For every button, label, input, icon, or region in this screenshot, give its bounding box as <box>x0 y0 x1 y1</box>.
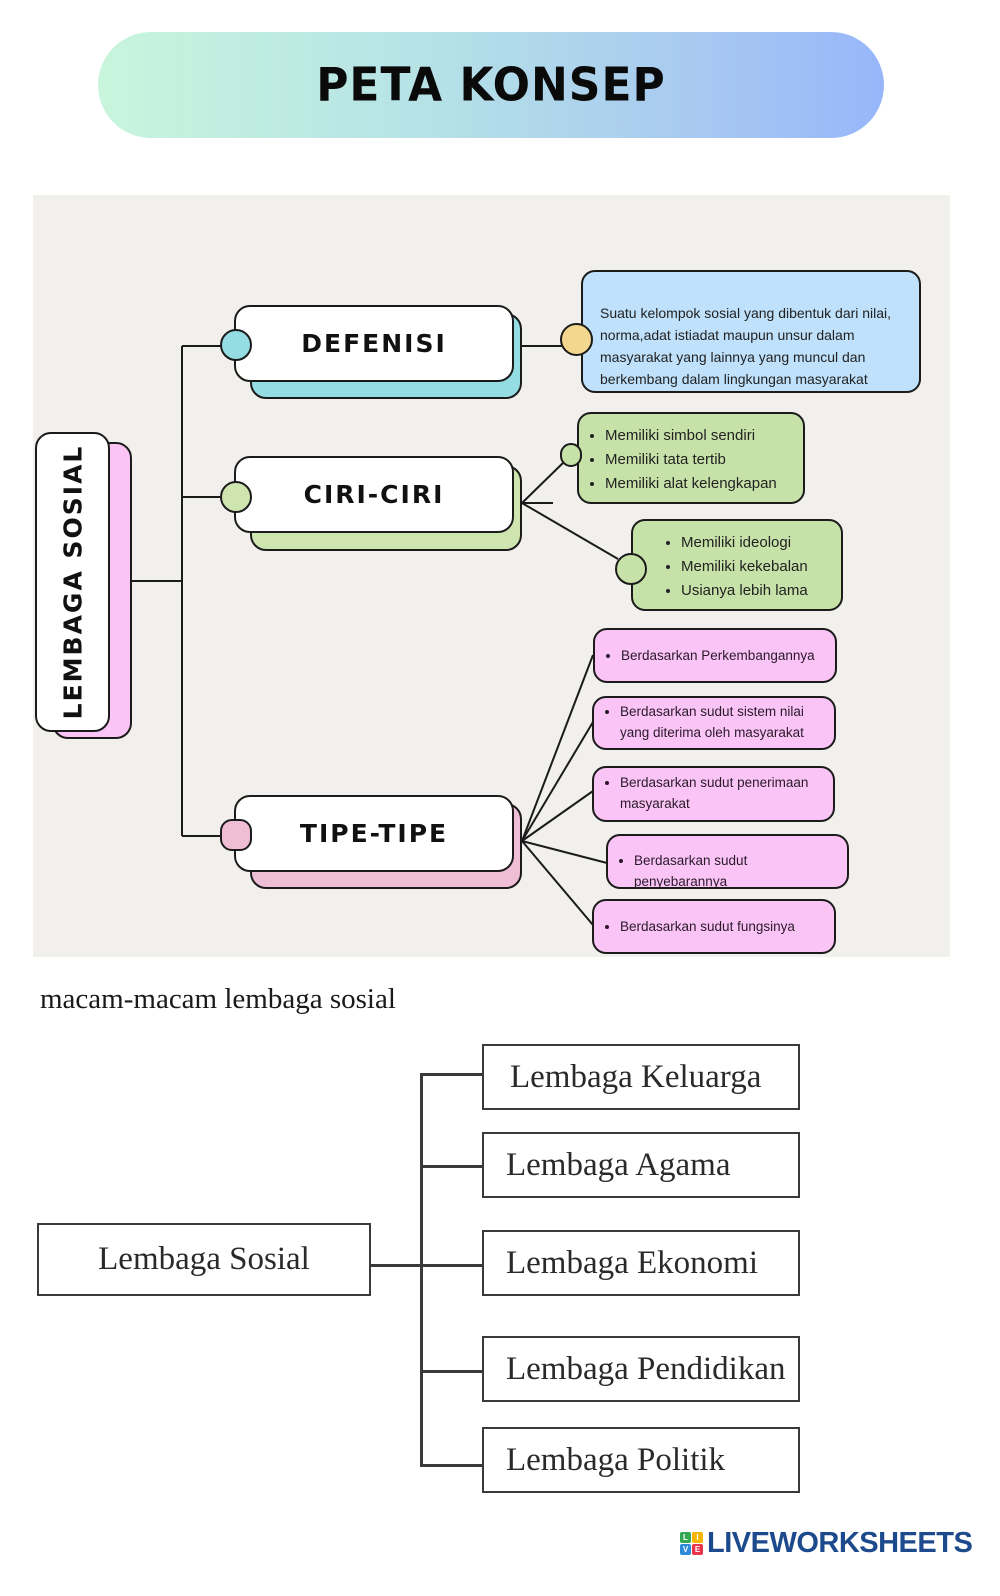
ciri-item: Memiliki kekebalan <box>681 555 835 579</box>
ciri-list-2: Memiliki ideologi Memiliki kekebalan Usi… <box>631 519 843 611</box>
types-branch-4 <box>420 1370 483 1373</box>
tipe-item: Berdasarkan Perkembangannya <box>621 646 831 667</box>
tipe-node-label: TIPE-TIPE <box>299 819 449 848</box>
ciri-node[interactable]: CIRI-CIRI <box>234 456 514 533</box>
defenisi-connector-dot <box>220 329 252 361</box>
page-title: PETA KONSEP <box>316 58 666 112</box>
ciri-node-label: CIRI-CIRI <box>303 480 445 509</box>
tipe-item: Berdasarkan sudut penerimaan masyarakat <box>620 773 819 814</box>
tipe-connector-dot <box>220 819 252 851</box>
types-branch-1 <box>420 1073 483 1076</box>
types-child-label: Lembaga Pendidikan <box>506 1350 786 1387</box>
types-child-box: Lembaga Ekonomi <box>482 1230 800 1296</box>
connector-tipe-detail-4 <box>521 840 608 864</box>
connector-ciri-detail-1 <box>521 460 566 504</box>
tipe-item: Berdasarkan sudut penyebarannya <box>634 851 843 892</box>
types-root-box: Lembaga Sosial <box>37 1223 371 1296</box>
types-child-label: Lembaga Agama <box>506 1146 731 1183</box>
types-root-connector <box>371 1264 483 1267</box>
tipe-box-5: Berdasarkan sudut fungsinya <box>592 899 836 954</box>
connector-tipe-detail-3 <box>521 790 594 842</box>
defenisi-node[interactable]: DEFENISI <box>234 305 514 382</box>
liveworksheets-logo[interactable]: L I V E LIVEWORKSHEETS <box>680 1527 973 1560</box>
types-branch-5 <box>420 1464 483 1467</box>
ciri-item: Memiliki ideologi <box>681 531 835 555</box>
title-banner: PETA KONSEP <box>98 32 884 138</box>
defenisi-node-label: DEFENISI <box>301 329 447 358</box>
connector-ciri-detail-2 <box>521 502 619 560</box>
connector-lines <box>132 345 619 926</box>
connector-tipe-detail-5 <box>521 840 594 926</box>
definition-line: berkembang dalam lingkungan masyarakat <box>600 371 868 387</box>
definition-connector-dot <box>560 323 593 356</box>
types-child-label: Lembaga Politik <box>506 1441 726 1478</box>
tipe-box-2: Berdasarkan sudut sistem nilai yang dite… <box>592 696 836 750</box>
ciri-list-1-dot <box>560 443 582 467</box>
definition-box: Suatu kelompok sosial yang dibentuk dari… <box>581 270 921 393</box>
ciri-list-1: Memiliki simbol sendiri Memiliki tata te… <box>577 412 805 504</box>
types-child-label: Lembaga Ekonomi <box>506 1244 759 1281</box>
root-node-label: LEMBAGA SOSIAL <box>58 444 87 720</box>
tipe-box-4: Berdasarkan sudut penyebarannya <box>606 834 849 889</box>
definition-line: norma,adat istiadat maupun unsur dalam <box>600 327 855 343</box>
ciri-list-2-dot <box>615 553 647 585</box>
tipe-box-1: Berdasarkan Perkembangannya <box>593 628 837 683</box>
concept-map: LEMBAGA SOSIAL DEFENISI Suatu kelompok s… <box>33 195 950 957</box>
tipe-box-3: Berdasarkan sudut penerimaan masyarakat <box>592 766 835 822</box>
section-heading: macam-macam lembaga sosial <box>40 983 396 1015</box>
logo-text: LIVEWORKSHEETS <box>707 1527 973 1559</box>
root-node[interactable]: LEMBAGA SOSIAL <box>35 432 110 732</box>
ciri-item: Memiliki tata tertib <box>605 448 797 472</box>
ciri-item: Memiliki simbol sendiri <box>605 424 797 448</box>
types-child-box: Lembaga Politik <box>482 1427 800 1493</box>
logo-letter: V <box>680 1544 691 1555</box>
types-root-label: Lembaga Sosial <box>98 1241 310 1277</box>
types-branch-2 <box>420 1165 483 1168</box>
types-child-box: Lembaga Keluarga <box>482 1044 800 1110</box>
ciri-item: Usianya lebih lama <box>681 579 835 603</box>
ciri-item: Memiliki alat kelengkapan <box>605 472 797 496</box>
types-child-box: Lembaga Agama <box>482 1132 800 1198</box>
types-child-label: Lembaga Keluarga <box>510 1058 762 1095</box>
tipe-item: Berdasarkan sudut sistem nilai yang dite… <box>620 702 830 743</box>
connector-tipe-detail-2 <box>521 721 594 842</box>
logo-letter: E <box>692 1544 703 1555</box>
types-trunk <box>420 1073 423 1466</box>
tipe-item: Berdasarkan sudut fungsinya <box>620 917 830 938</box>
logo-letter: I <box>692 1532 703 1543</box>
definition-line: masyarakat yang lainnya yang muncul dan <box>600 349 866 365</box>
tipe-node[interactable]: TIPE-TIPE <box>234 795 514 872</box>
definition-line: Suatu kelompok sosial yang dibentuk dari… <box>600 305 892 321</box>
logo-letter: L <box>680 1532 691 1543</box>
ciri-connector-dot <box>220 481 252 513</box>
types-child-box: Lembaga Pendidikan <box>482 1336 800 1402</box>
connector-tipe-detail-1 <box>521 654 594 842</box>
logo-icon: L I V E <box>680 1532 703 1555</box>
